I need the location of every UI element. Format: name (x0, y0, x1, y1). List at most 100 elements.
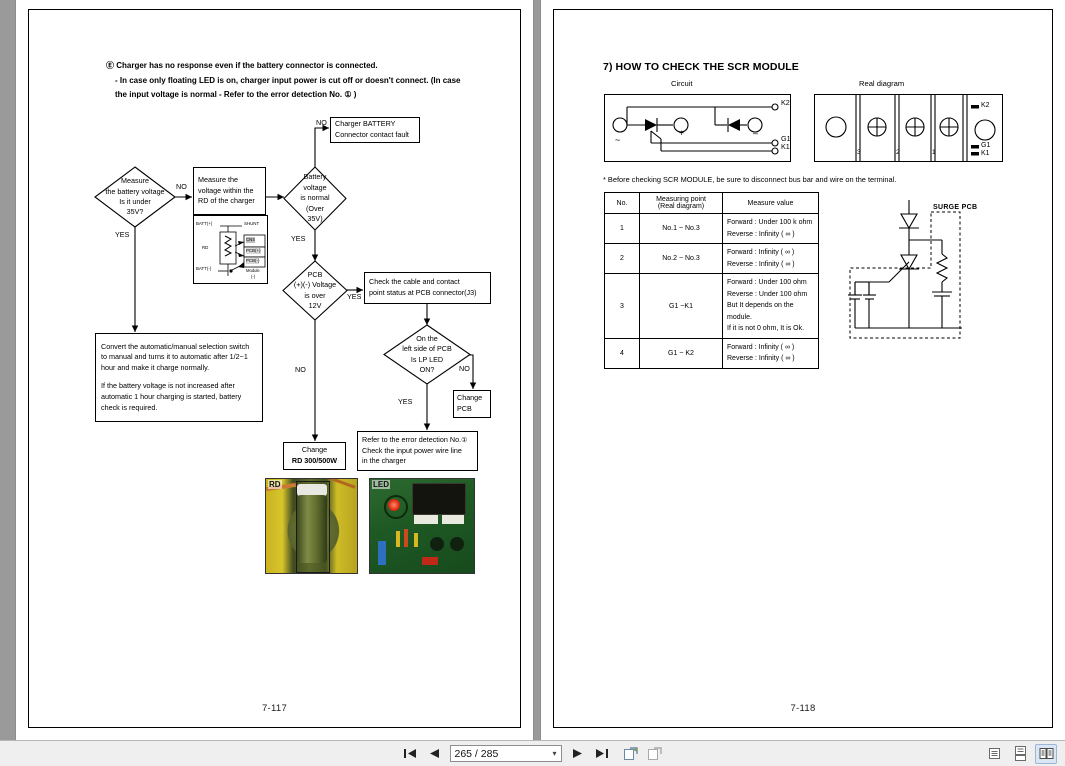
box-convert-l3: hour and make it charge normally. (101, 363, 210, 373)
scr-note: * Before checking SCR MODULE, be sure to… (603, 175, 897, 184)
real-terminal-k1: K1 (981, 150, 990, 157)
photo-pcb-cap-1 (396, 531, 400, 547)
box-connector-contact-fault-l2: Connector contact fault (335, 130, 409, 139)
box-change-pcb-l1: Change (457, 393, 483, 403)
box-refer-error-l3: in the charger (362, 456, 406, 466)
edge-label-battery-no: NO (316, 118, 327, 127)
row-4-point: G1 ~ K2 (639, 337, 723, 370)
row-1-value-l1: Forward : Under 100 k ohm (727, 219, 813, 226)
table-header-row: No. Measuring point (Real diagram) Measu… (604, 192, 819, 214)
scr-circuit-diagram: ~ + – (604, 94, 791, 162)
col-header-measuring-point: Measuring point (Real diagram) (639, 192, 723, 214)
edge-label-measure-no: NO (176, 182, 187, 191)
decision-measure-battery-voltage: Measure the battery voltage Is it under … (94, 166, 176, 228)
box-measure-rd-voltage-l2: voltage within the (198, 185, 254, 195)
row-4-value: Forward : Infinity ( ∞ ) Reverse : Infin… (722, 337, 819, 370)
photo-pcb-cap-3 (414, 533, 418, 547)
photo-pcb-module (412, 483, 466, 515)
row-1-no: 1 (604, 212, 640, 245)
col-header-measure-value: Measure value (722, 192, 819, 214)
photo-rd-label: RD (268, 480, 282, 489)
photo-pcb-cap-2 (404, 529, 408, 547)
toolbar-view-modes (983, 743, 1057, 764)
edge-label-measure-yes: YES (115, 230, 130, 239)
real-diagram-caption: Real diagram (859, 79, 905, 88)
box-convert-l1: Convert the automatic/manual selection s… (101, 341, 250, 351)
single-page-view-button[interactable] (983, 744, 1005, 764)
row-1-point: No.1 ~ No.3 (639, 212, 723, 245)
decision-lp-led-on: On the left side of PCB Is LP LED ON? (383, 324, 471, 385)
photo-pcb-led-lamp (388, 499, 400, 511)
real-terminal-g1: G1 (981, 142, 991, 149)
box-change-pcb: Change PCB (453, 390, 491, 418)
row-4-value-l2: Reverse : Infinity ( ∞ ) (727, 355, 795, 363)
table-row: 1 No.1 ~ No.3 Forward : Under 100 k ohm … (604, 212, 819, 245)
photo-pcb-cap-4 (430, 537, 444, 551)
col-header-measuring-point-l2: (Real diagram) (657, 203, 705, 210)
rd-inset-shunt: SHUNT (244, 221, 260, 226)
box-measure-rd-voltage-l1: Measure the (198, 174, 238, 184)
row-2-value-l1: Forward : Infinity ( ∞ ) (727, 249, 795, 257)
two-page-view-button[interactable] (1035, 743, 1057, 764)
fit-width-icon[interactable] (647, 745, 664, 762)
row-1-value-l2: Reverse : Infinity ( ∞ ) (727, 230, 795, 238)
fit-page-icon[interactable] (623, 745, 640, 762)
row-1-value: Forward : Under 100 k ohm Reverse : Infi… (722, 212, 819, 245)
box-refer-error-detection: Refer to the error detection No.① Check … (357, 431, 478, 471)
page-left-border (28, 9, 521, 728)
photo-pcb-white-2 (442, 515, 464, 524)
table-row: 4 G1 ~ K2 Forward : Infinity ( ∞ ) Rever… (604, 337, 819, 370)
row-2-no: 2 (604, 243, 640, 275)
scr-real-diagram: 3 2 1 (814, 94, 1003, 162)
row-3-value-l4: If it is not 0 ohm, It is Ok. (727, 325, 805, 333)
circuit-terminal-k2: K2 (781, 98, 790, 107)
real-diagram-number-2: 2 (896, 149, 900, 156)
box-check-cable-contact: Check the cable and contact point status… (364, 272, 491, 304)
rd-inset-pcb-minus: PCB(-) (246, 258, 260, 264)
box-check-cable-contact-l2: point status at PCB connector(J3) (369, 288, 477, 297)
chevron-down-icon[interactable]: ▾ (552, 749, 557, 758)
page-left[interactable]: Ⓔ Charger has no response even if the ba… (16, 0, 533, 740)
decision-battery-voltage-normal: Battery voltage is normal (Over 35V) (283, 166, 347, 231)
row-4-no: 4 (604, 337, 640, 370)
last-page-button[interactable] (593, 745, 610, 762)
first-page-button[interactable] (402, 745, 419, 762)
row-2-value: Forward : Infinity ( ∞ ) Reverse : Infin… (722, 243, 819, 275)
box-convert-auto-manual: Convert the automatic/manual selection s… (95, 333, 263, 422)
row-3-value-l2: Reverse : Under 100 ohm (727, 290, 808, 298)
box-change-rd-l1: Change (301, 445, 328, 455)
edge-label-led-no: NO (459, 364, 470, 373)
continuous-scroll-view-button[interactable] (1009, 744, 1031, 764)
box-change-rd: Change RD 300/500W (283, 442, 346, 470)
photo-rd-cap (297, 484, 327, 496)
row-4-value-l1: Forward : Infinity ( ∞ ) (727, 343, 795, 351)
row-2-point: No.2 ~ No.3 (639, 243, 723, 275)
pdf-viewer-canvas[interactable]: Ⓔ Charger has no response even if the ba… (0, 0, 1065, 740)
photo-pcb-led: LED (369, 478, 475, 574)
circuit-caption: Circuit (671, 79, 693, 88)
edge-label-pcb-no: NO (295, 365, 306, 374)
page-right-number: 7-118 (790, 703, 816, 714)
rd-inset-rd: RD (202, 245, 209, 250)
circuit-label-plus: + (679, 128, 685, 138)
surge-pcb-schematic: SURGE PCB (847, 200, 995, 345)
photo-rd-resistor: RD (265, 478, 358, 574)
circuit-label-minus: – (753, 128, 759, 138)
surge-pcb-label: SURGE PCB (933, 204, 978, 211)
next-page-button[interactable] (569, 745, 586, 762)
heading-line-2: - In case only floating LED is on, charg… (115, 76, 461, 85)
page-right-border (553, 9, 1053, 728)
viewer-toolbar[interactable]: 265 / 285 ▾ (0, 740, 1065, 766)
row-3-value-l1: Forward : Under 100 ohm (727, 279, 807, 287)
box-measure-rd-voltage: Measure the voltage within the RD of the… (193, 167, 266, 215)
box-convert-l5: automatic 1 hour charging is started, ba… (101, 391, 242, 401)
photo-led-label: LED (372, 480, 390, 489)
box-change-pcb-l2: PCB (457, 404, 472, 413)
page-number-dropdown[interactable]: 265 / 285 ▾ (449, 745, 562, 762)
rd-inset-module-minus: (-) (251, 274, 256, 279)
page-right[interactable]: 7) HOW TO CHECK THE SCR MODULE Circuit R… (541, 0, 1065, 740)
rd-inset-module: Module (246, 268, 260, 273)
previous-page-button[interactable] (426, 745, 443, 762)
rd-inset-cn4: CN4 (246, 237, 255, 243)
photo-rd-wire-right (328, 479, 356, 489)
